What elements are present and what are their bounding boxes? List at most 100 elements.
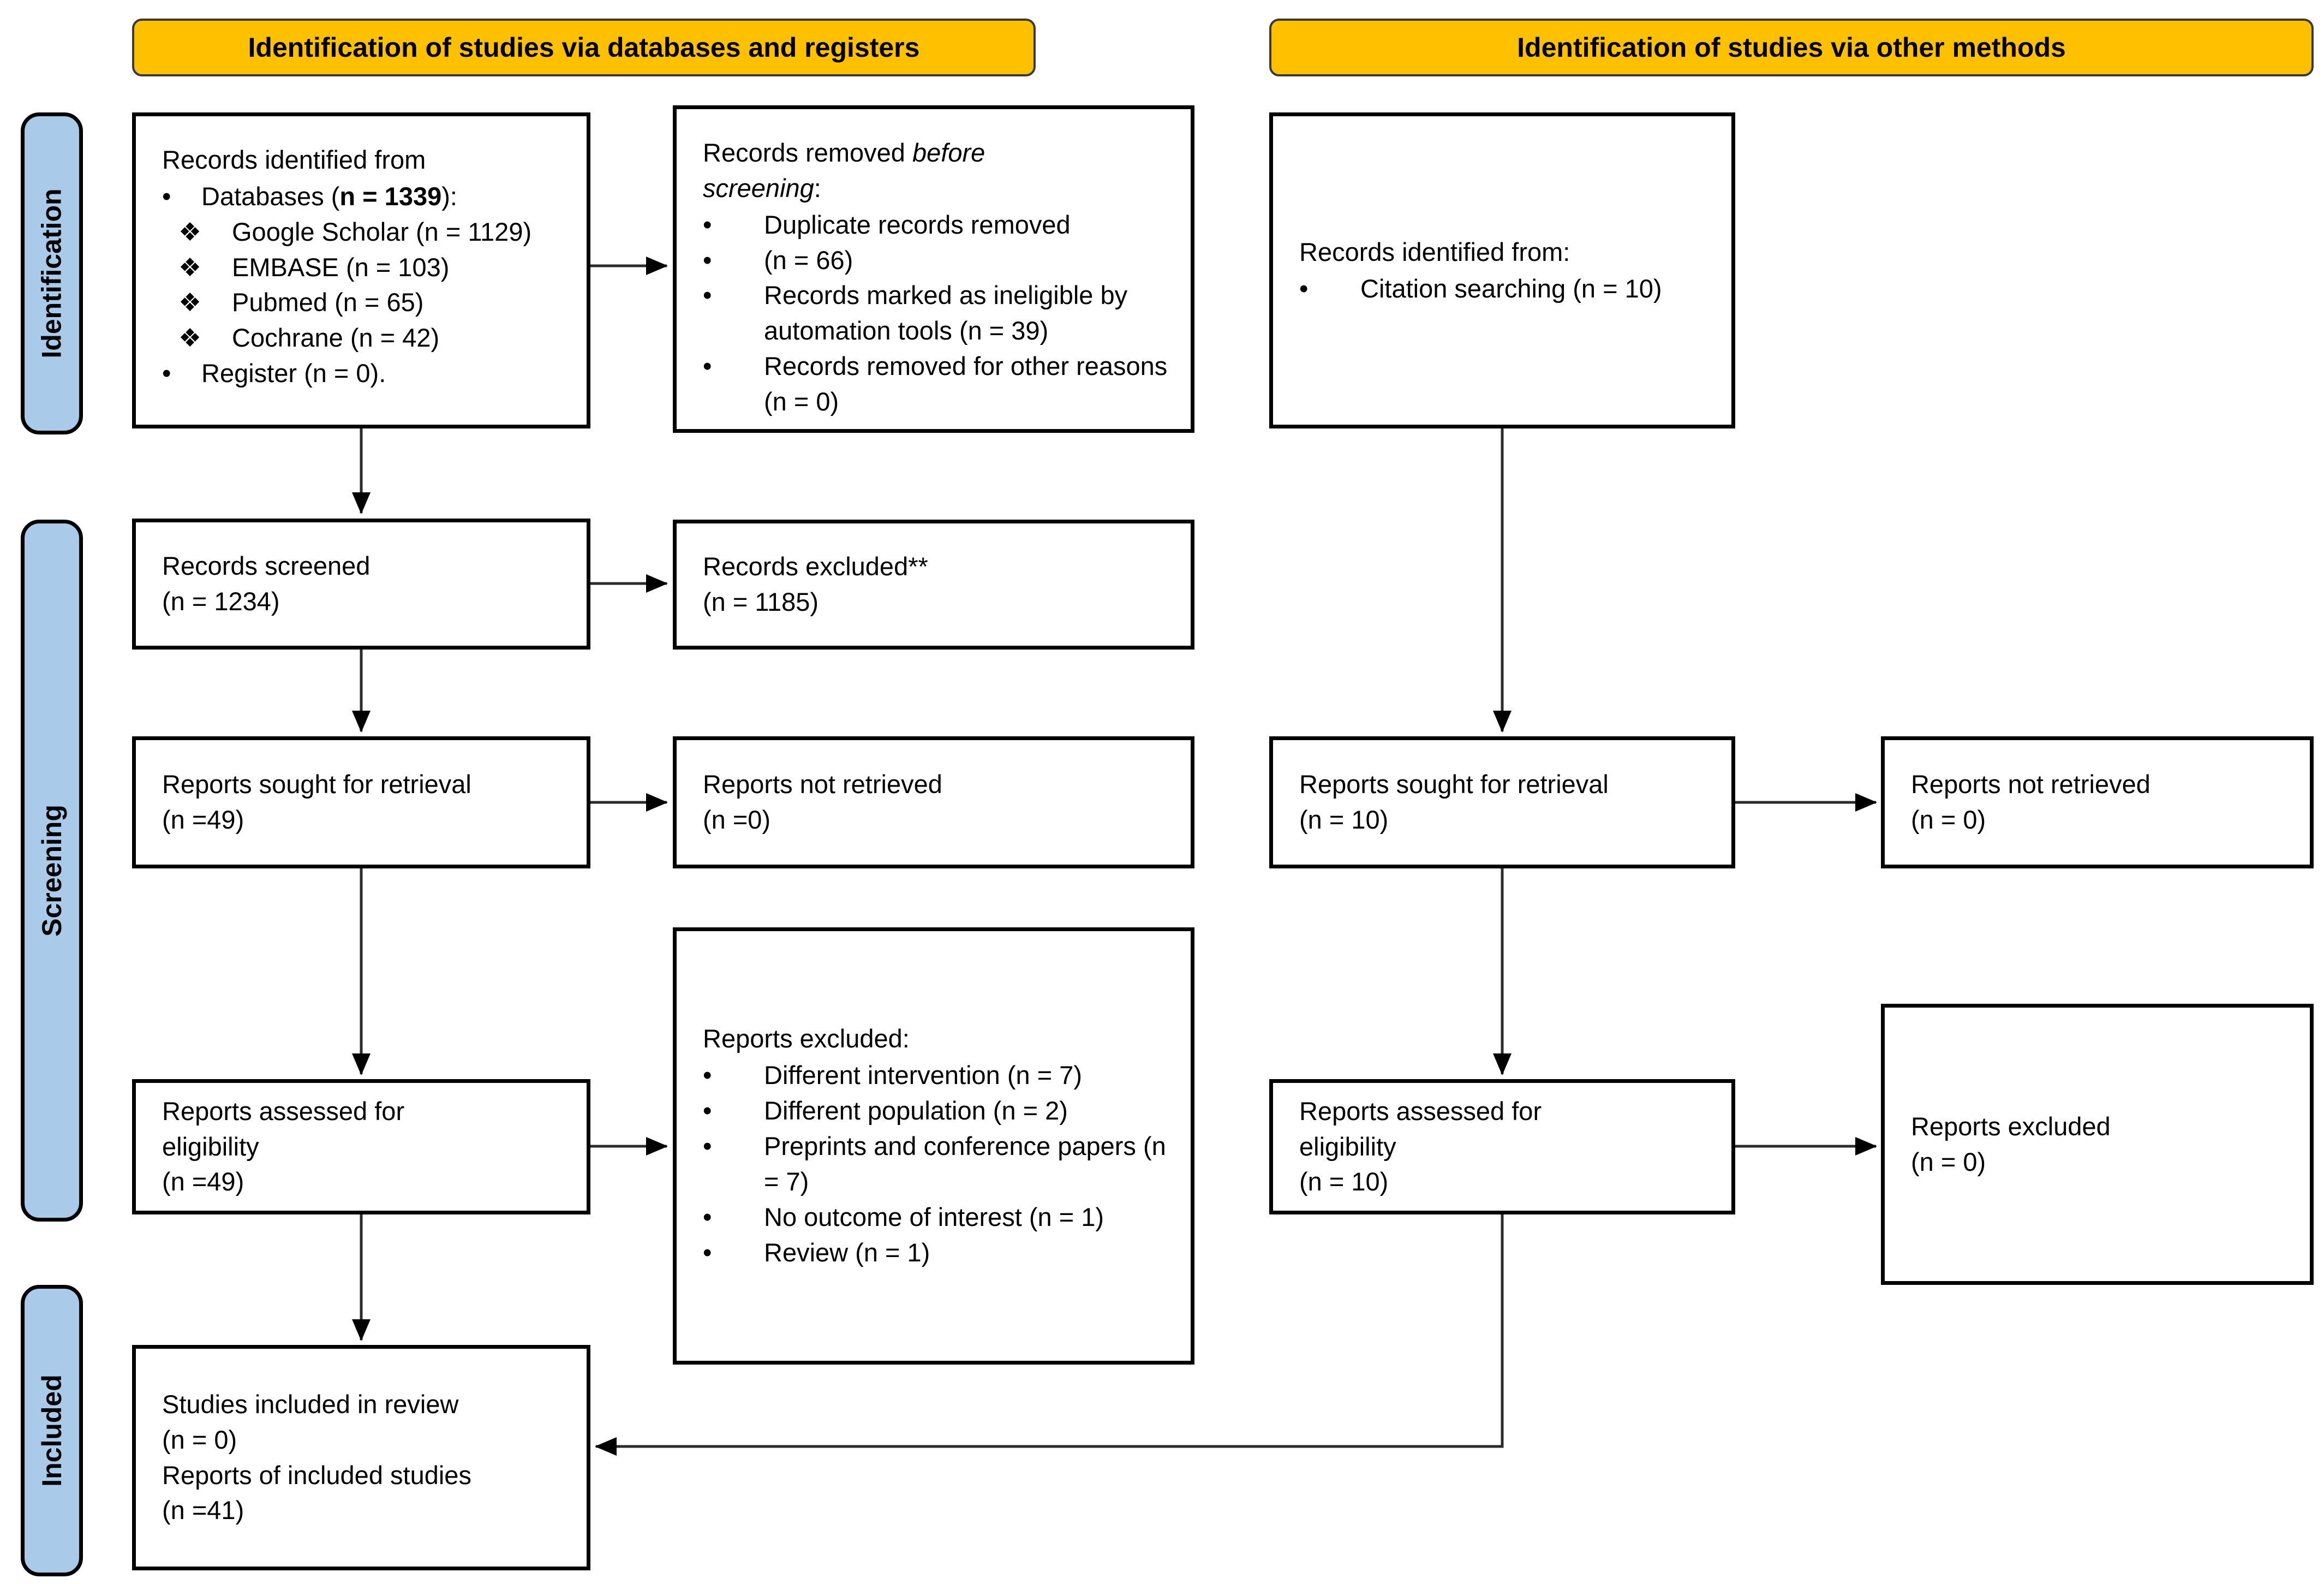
text-line: Reports excluded — [1911, 1111, 2111, 1141]
reports-not-retrieved-databases-text: Reports not retrieved (n =0) — [677, 757, 1191, 848]
list-item-text: Records marked as ineligible by automati… — [764, 281, 1128, 346]
text-line: eligibility — [162, 1132, 259, 1161]
reports-not-retrieved-other-text: Reports not retrieved (n = 0) — [1885, 757, 2310, 848]
records-removed-title-italic1: before — [912, 138, 985, 167]
box-reports-not-retrieved-other: Reports not retrieved (n = 0) — [1881, 736, 2314, 868]
reports-assessed-databases-text: Reports assessed for eligibility (n =49) — [136, 1084, 587, 1210]
list-item-text: Records removed for other reasons (n = 0… — [764, 352, 1168, 416]
list-item: ❖Cochrane (n = 42) — [162, 320, 567, 356]
bullet-marker: • — [703, 352, 712, 381]
bullet-marker: • — [703, 1202, 712, 1231]
text-line: (n = 1234) — [162, 587, 280, 616]
records-removed-title: Records removed before screening: — [703, 135, 1171, 206]
list-item-text: (n = 66) — [764, 245, 853, 275]
list-item-text: Citation searching (n = 10) — [1360, 273, 1662, 303]
text-line: (n = 0) — [162, 1425, 237, 1454]
box-reports-assessed-databases: Reports assessed for eligibility (n =49) — [132, 1079, 590, 1214]
list-item: • Databases (n = 1339): — [162, 179, 567, 215]
bullet-marker: • — [162, 181, 171, 211]
list-item: • Records marked as ineligible by automat… — [703, 278, 1171, 349]
text-line: (n = 0) — [1911, 1147, 1986, 1176]
header-other-methods-label: Identification of studies via other meth… — [1517, 32, 2066, 63]
header-other-methods: Identification of studies via other meth… — [1269, 19, 2314, 76]
list-item: • Register (n = 0). — [162, 356, 567, 391]
list-item-text: No outcome of interest (n = 1) — [764, 1202, 1104, 1231]
text-line: (n = 1185) — [703, 587, 819, 616]
text-line: Reports of included studies — [162, 1460, 471, 1490]
box-reports-sought-other: Reports sought for retrieval (n = 10) — [1269, 736, 1735, 868]
text-line: Reports assessed for — [162, 1096, 405, 1126]
text-line: Reports sought for retrieval — [162, 770, 471, 799]
box-records-screened: Records screened (n = 1234) — [132, 519, 590, 650]
reports-excluded-reasons-list: •Different intervention (n = 7)•Differen… — [703, 1058, 1171, 1270]
records-removed-title-italic2: screening — [703, 173, 814, 203]
list-item: •Preprints and conference papers (n = 7) — [703, 1129, 1171, 1200]
box-reports-assessed-other: Reports assessed for eligibility (n = 10) — [1269, 1079, 1735, 1214]
list-item: • Records removed for other reasons (n = … — [703, 349, 1171, 420]
records-excluded-text: Records excluded** (n = 1185) — [677, 539, 1191, 630]
citation-searching-list: • Citation searching (n = 10) — [1299, 271, 1712, 307]
bullet-marker: • — [703, 1061, 712, 1090]
text-line: (n =0) — [703, 805, 771, 834]
text-line: (n = 0) — [1911, 805, 1986, 834]
list-item-text: Different population (n = 2) — [764, 1096, 1068, 1126]
bullet-marker: • — [703, 245, 712, 275]
stage-label-included-text: Included — [37, 1374, 68, 1487]
text-line: (n =49) — [162, 1167, 244, 1196]
text-line: Studies included in review — [162, 1389, 459, 1419]
text-line: (n =49) — [162, 805, 244, 834]
list-item: •Different population (n = 2) — [703, 1093, 1171, 1129]
text-line: eligibility — [1299, 1132, 1396, 1161]
reports-excluded-reasons-title: Reports excluded: — [703, 1024, 910, 1053]
records-removed-title-suffix: : — [814, 173, 821, 203]
records-screened-text: Records screened (n = 1234) — [136, 539, 587, 629]
stage-label-identification: Identification — [21, 112, 83, 434]
box-studies-included: Studies included in review (n = 0) Reports… — [132, 1345, 590, 1570]
bullet-marker: • — [703, 281, 712, 310]
list-item: • Citation searching (n = 10) — [1299, 271, 1712, 307]
list-item: ❖ Pubmed (n = 65) — [162, 285, 567, 320]
list-item: • No outcome of interest (n = 1) — [703, 1200, 1171, 1235]
text-line: Reports assessed for — [1299, 1096, 1542, 1126]
text-line: (n = 10) — [1299, 1167, 1389, 1196]
list-item-text: Review (n = 1) — [764, 1237, 930, 1267]
text-line: Records screened — [162, 551, 371, 581]
bullet-marker: • — [703, 210, 712, 239]
bullet-marker: ❖ — [178, 288, 202, 317]
reports-sought-databases-text: Reports sought for retrieval (n =49) — [136, 757, 587, 848]
list-item: ❖ EMBASE (n = 103) — [162, 250, 567, 285]
records-removed-title-text: Records removed — [703, 138, 912, 167]
list-item-text: Google Scholar (n = 1129) — [232, 217, 532, 246]
list-item-text: Different intervention (n = 7) — [764, 1061, 1083, 1090]
citation-searching-title: Records identified from: — [1299, 237, 1570, 266]
reports-excluded-other-text: Reports excluded (n = 0) — [1885, 1099, 2310, 1190]
list-item: • Different intervention (n = 7) — [703, 1058, 1171, 1093]
bullet-marker: • — [162, 359, 171, 388]
text-line: Reports sought for retrieval — [1299, 770, 1609, 799]
list-item-text: Duplicate records removed — [764, 210, 1071, 239]
text-line: (n = 10) — [1299, 805, 1389, 834]
list-item-text: Databases (n = 1339): — [201, 181, 457, 211]
list-item-text: Pubmed (n = 65) — [232, 288, 424, 317]
text-line: (n =41) — [162, 1496, 244, 1525]
list-item: • (n = 66) — [703, 243, 1171, 278]
list-item-text: EMBASE (n = 103) — [232, 252, 450, 282]
bullet-marker: • — [703, 1237, 712, 1267]
list-item-text: Preprints and conference papers (n = 7) — [764, 1132, 1166, 1196]
list-item: • Duplicate records removed — [703, 207, 1171, 243]
records-removed-list: • Duplicate records removed • (n = 66) • Reco… — [703, 207, 1171, 420]
list-item-text: Register (n = 0). — [201, 359, 386, 388]
bullet-marker: ❖ — [178, 217, 202, 246]
stage-label-screening: Screening — [21, 520, 83, 1222]
box-reports-excluded-reasons: Reports excluded: • Different interventio… — [673, 927, 1194, 1365]
bullet-marker: ❖ — [178, 252, 202, 282]
reports-sought-other-text: Reports sought for retrieval (n = 10) — [1273, 757, 1731, 848]
text-line: Reports not retrieved — [703, 770, 942, 799]
header-databases-registers-label: Identification of studies via databases … — [248, 32, 920, 63]
text-line: Records excluded** — [703, 552, 928, 581]
box-records-identified: Records identified from •Databases (n = … — [132, 112, 590, 428]
bullet-marker: • — [1299, 273, 1309, 303]
text-line: Reports not retrieved — [1911, 770, 2150, 799]
stage-label-included: Included — [21, 1285, 83, 1576]
